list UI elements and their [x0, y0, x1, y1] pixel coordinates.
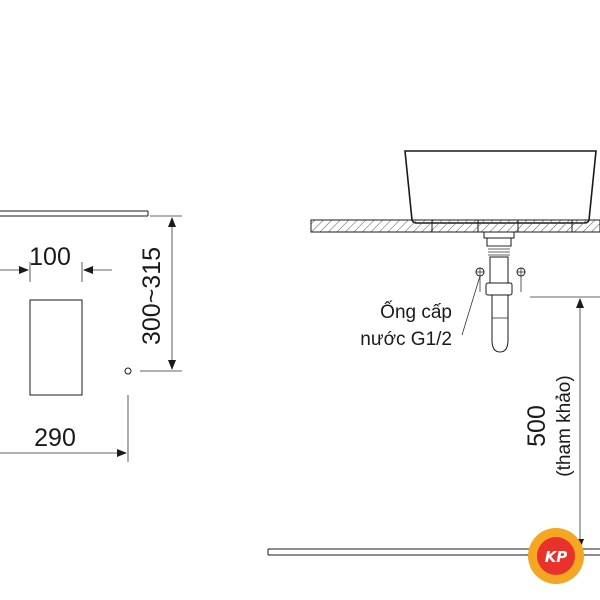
- dim-width-top: 100: [0, 243, 112, 282]
- countertop-section: [310, 219, 600, 233]
- dim-height-right: 500 (tham khảo): [523, 296, 600, 549]
- dim-height-right-note: (tham khảo): [554, 375, 575, 476]
- supply-leader: [461, 275, 481, 336]
- dim-height-right-text: 500: [523, 405, 551, 447]
- front-basin-rect: [29, 299, 83, 396]
- dim-height-left: 300~315: [138, 215, 182, 372]
- dim-width-bottom: 290: [0, 395, 129, 462]
- supply-label: Ống cấp nước G1/2: [360, 301, 452, 350]
- vessel-basin: [404, 150, 597, 224]
- supply-label-line1: Ống cấp: [380, 301, 452, 323]
- logo-text: KP: [545, 548, 568, 566]
- logo-inner: [537, 537, 575, 575]
- dim-height-left-text: 300~315: [138, 247, 166, 345]
- kp-logo: KP: [528, 528, 584, 584]
- front-counter-slab: [0, 210, 149, 217]
- dim-width-top-text: 100: [29, 243, 71, 271]
- supply-label-line2: nước G1/2: [360, 329, 452, 350]
- dim-width-bottom-text: 290: [34, 424, 76, 452]
- drain-assembly: [475, 231, 526, 353]
- front-view: 100 290 300~315: [0, 210, 182, 462]
- drain-circle: [124, 367, 132, 375]
- side-view: Ống cấp nước G1/2 500 (tham khảo): [267, 150, 600, 556]
